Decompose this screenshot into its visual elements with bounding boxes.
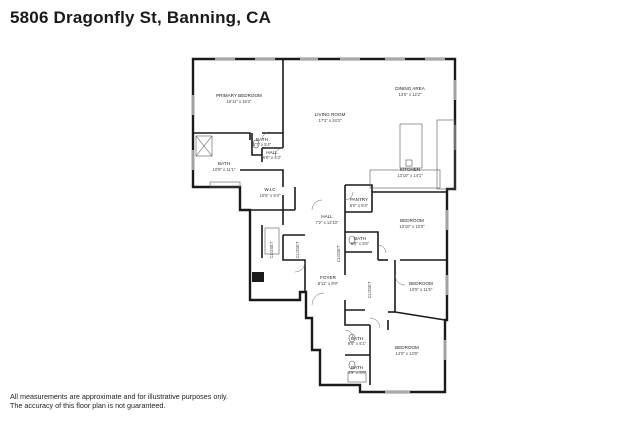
doors xyxy=(261,131,406,339)
svg-text:6'8" x 4'3": 6'8" x 4'3" xyxy=(263,155,282,160)
svg-text:DINING AREA: DINING AREA xyxy=(395,86,426,91)
room-label-bath-mid: BATH 6'6" x 5'5" xyxy=(351,236,370,246)
svg-text:BEDROOM: BEDROOM xyxy=(400,218,424,223)
room-label-hall-upper: HALL 6'8" x 4'3" xyxy=(263,150,282,160)
disclaimer: All measurements are approximate and for… xyxy=(10,392,228,410)
room-label-foyer: FOYER 8'11" x 9'9" xyxy=(318,275,339,286)
svg-text:8'6" x 5'1": 8'6" x 5'1" xyxy=(348,341,367,346)
svg-text:17'2" x 24'3": 17'2" x 24'3" xyxy=(319,118,342,123)
disclaimer-line-2: The accuracy of this floor plan is not g… xyxy=(10,401,166,410)
room-label-bath-small: BATH 4'9" x 5'6" xyxy=(348,365,367,375)
room-label-living-room: LIVING ROOM 17'2" x 24'3" xyxy=(315,112,346,123)
svg-text:14'0" x 13'8": 14'0" x 13'8" xyxy=(396,351,419,356)
room-label-bedroom-1: BEDROOM 13'10" x 10'9" xyxy=(399,218,425,229)
room-label-bedroom-3: BEDROOM 14'0" x 13'8" xyxy=(395,345,419,356)
svg-text:BATH: BATH xyxy=(218,161,230,166)
svg-text:CLOSET: CLOSET xyxy=(295,241,300,258)
room-label-kitchen: KITCHEN 13'10" x 14'1" xyxy=(397,167,423,178)
room-label-bath-lower: BATH 8'6" x 5'1" xyxy=(348,336,367,346)
svg-text:13'10" x 10'9": 13'10" x 10'9" xyxy=(399,224,425,229)
svg-text:HALL: HALL xyxy=(266,150,278,155)
svg-text:PANTRY: PANTRY xyxy=(350,197,368,202)
svg-text:BEDROOM: BEDROOM xyxy=(409,281,433,286)
room-label-hall-main: HALL 7'2" x 12'10" xyxy=(316,214,339,225)
room-label-wic: W.I.C 10'5" x 9'4" xyxy=(260,187,281,198)
svg-text:5'0" x 5'4": 5'0" x 5'4" xyxy=(350,203,369,208)
disclaimer-line-1: All measurements are approximate and for… xyxy=(10,392,228,401)
exterior-walls xyxy=(191,57,457,394)
closet-marks: CLOSET CLOSET CLOSET CLOSET xyxy=(269,241,372,298)
svg-text:KITCHEN: KITCHEN xyxy=(400,167,420,172)
room-label-bedroom-2: BEDROOM 10'5" x 11'6" xyxy=(409,281,433,292)
bath-fixtures xyxy=(195,135,367,383)
svg-text:BATH: BATH xyxy=(351,365,363,370)
page-title: 5806 Dragonfly St, Banning, CA xyxy=(10,8,272,27)
svg-text:W.I.C: W.I.C xyxy=(264,187,276,192)
room-label-primary-bedroom: PRIMARY BEDROOM 16'11" x 16'3" xyxy=(216,93,262,104)
svg-text:LIVING ROOM: LIVING ROOM xyxy=(315,112,346,117)
room-label-bath-primary: BATH 10'8" x 11'1" xyxy=(213,161,236,172)
svg-text:7'2" x 12'10": 7'2" x 12'10" xyxy=(316,220,339,225)
svg-text:PRIMARY BEDROOM: PRIMARY BEDROOM xyxy=(216,93,262,98)
svg-text:CLOSET: CLOSET xyxy=(336,245,341,262)
svg-text:BEDROOM: BEDROOM xyxy=(395,345,419,350)
svg-text:BATH: BATH xyxy=(256,137,268,142)
svg-text:10'5" x 11'6": 10'5" x 11'6" xyxy=(410,287,433,292)
room-label-bath-wc: BATH 5'7" x 5'4" xyxy=(253,137,272,147)
svg-text:6'6" x 5'5": 6'6" x 5'5" xyxy=(351,241,370,246)
room-label-dining-area: DINING AREA 13'5" x 12'2" xyxy=(395,86,426,97)
svg-text:10'5" x 9'4": 10'5" x 9'4" xyxy=(260,193,281,198)
svg-text:13'5" x 12'2": 13'5" x 12'2" xyxy=(399,92,422,97)
svg-text:BATH: BATH xyxy=(354,236,366,241)
svg-text:CLOSET: CLOSET xyxy=(367,281,372,298)
kitchen-fixtures xyxy=(369,119,456,190)
svg-text:CLOSET: CLOSET xyxy=(269,241,274,258)
svg-text:5'7" x 5'4": 5'7" x 5'4" xyxy=(253,142,272,147)
svg-text:BATH: BATH xyxy=(351,336,363,341)
room-label-pantry: PANTRY 5'0" x 5'4" xyxy=(350,197,369,208)
svg-text:4'9" x 5'6": 4'9" x 5'6" xyxy=(348,370,367,375)
svg-text:HALL: HALL xyxy=(321,214,333,219)
svg-text:16'11" x 16'3": 16'11" x 16'3" xyxy=(227,99,252,104)
svg-text:8'11" x 9'9": 8'11" x 9'9" xyxy=(318,281,339,286)
svg-text:FOYER: FOYER xyxy=(320,275,337,280)
svg-text:10'8" x 11'1": 10'8" x 11'1" xyxy=(213,167,236,172)
svg-text:13'10" x 14'1": 13'10" x 14'1" xyxy=(397,173,423,178)
